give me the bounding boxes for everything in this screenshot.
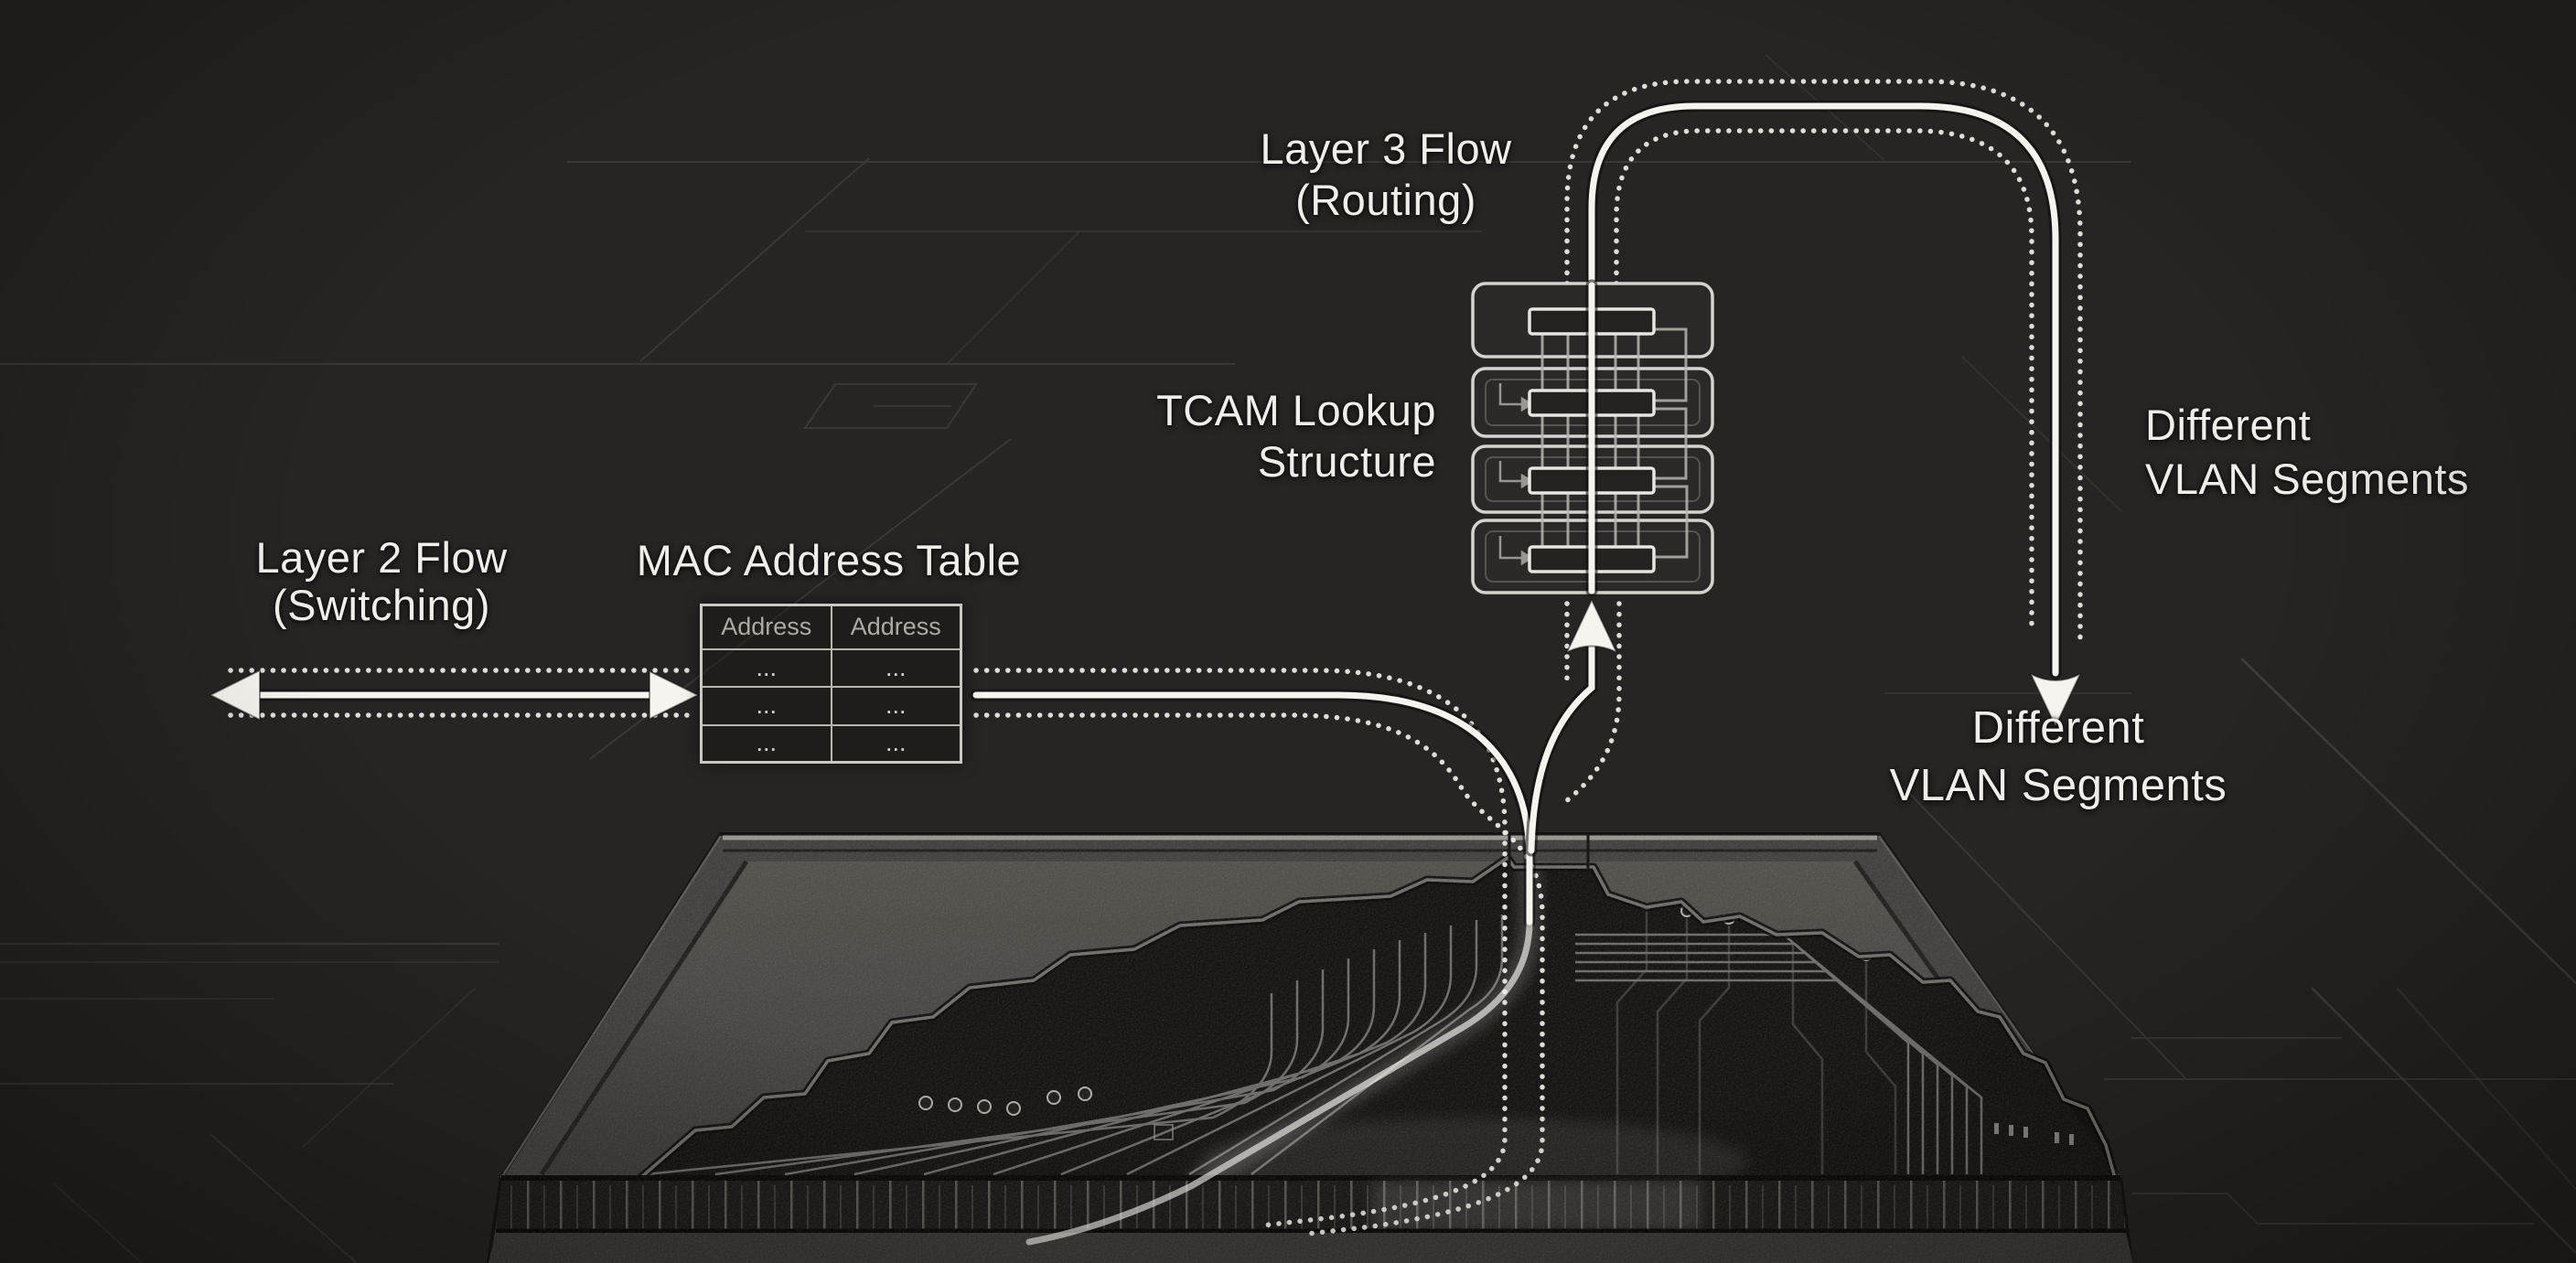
vlan-segments-label-bottom: Different VLAN Segments <box>1784 700 2333 815</box>
layer3-flow-label: Layer 3 Flow (Routing) <box>1066 123 1706 226</box>
mac-table-cell: ... <box>700 648 832 689</box>
arrow-right-icon <box>649 669 701 721</box>
arrow-down-icon <box>2028 671 2083 729</box>
vlan-top-line2: VLAN Segments <box>2145 455 2469 503</box>
arrow-up-icon <box>1564 597 1619 655</box>
tcam-lookup-label-line1: TCAM Lookup <box>1156 386 1436 434</box>
mac-table-row: ... ... <box>700 686 962 726</box>
chassis-grain <box>488 834 2131 1263</box>
mac-table-title: MAC Address Table <box>636 536 1022 584</box>
layer2-flow-label-line1: Layer 2 Flow <box>255 533 508 582</box>
layer2-flow-label-line2: (Switching) <box>273 581 490 629</box>
tcam-lookup-label-line2: Structure <box>1257 437 1436 486</box>
mac-table-cell: ... <box>830 648 962 689</box>
mac-table-cell: ... <box>700 686 832 726</box>
mac-table-header-cell: Address <box>830 604 962 650</box>
mac-table-row: ... ... <box>700 648 962 689</box>
mac-address-table: Address Address ... ... ... ... ... ... <box>700 604 962 764</box>
layer3-loop <box>1564 79 2083 729</box>
tcam-lookup-flow <box>1525 597 1622 857</box>
mac-table-header-row: Address Address <box>700 604 962 650</box>
vlan-bottom-line2: VLAN Segments <box>1889 761 2227 810</box>
tcam-lookup-label: TCAM Lookup Structure <box>796 385 1436 487</box>
layer3-flow-label-line1: Layer 3 Flow <box>1260 124 1512 173</box>
mac-table-header-cell: Address <box>700 604 832 650</box>
mac-table-cell: ... <box>830 723 962 764</box>
tcam-structure <box>1471 279 1714 597</box>
layer2-flow-arrow <box>208 668 701 722</box>
mac-table-row: ... ... <box>700 723 962 764</box>
vlan-segments-label-top: Different VLAN Segments <box>2145 398 2469 506</box>
vlan-top-line1: Different <box>2145 401 2312 449</box>
vlan-bottom-line1: Different <box>1971 703 2145 753</box>
layer2-flow-label: Layer 2 Flow (Switching) <box>107 534 656 629</box>
arrow-left-icon <box>208 669 261 722</box>
mac-table-cell: ... <box>700 723 832 764</box>
layer3-flow-label-line2: (Routing) <box>1295 176 1476 224</box>
switch-ingress-flow <box>970 668 1545 1246</box>
tcam-row-entry-arrow-icon <box>1498 383 1534 566</box>
mac-table-cell: ... <box>830 686 962 726</box>
